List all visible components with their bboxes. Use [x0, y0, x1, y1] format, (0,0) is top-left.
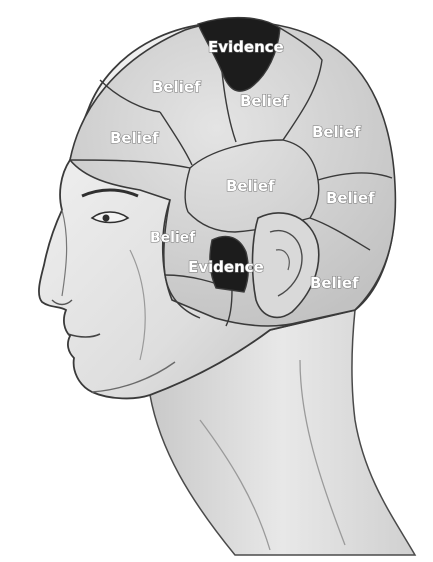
label-belief-6: Belief [326, 189, 375, 207]
label-belief-5: Belief [226, 177, 275, 195]
label-evidence-bottom: Evidence [188, 258, 264, 276]
label-belief-1: Belief [152, 78, 201, 96]
label-evidence-top: Evidence [208, 38, 284, 56]
label-belief-7: Belief [150, 230, 196, 246]
label-belief-4: Belief [312, 123, 361, 141]
label-belief-8: Belief [310, 274, 359, 292]
label-belief-3: Belief [110, 129, 159, 147]
label-belief-2: Belief [240, 92, 289, 110]
